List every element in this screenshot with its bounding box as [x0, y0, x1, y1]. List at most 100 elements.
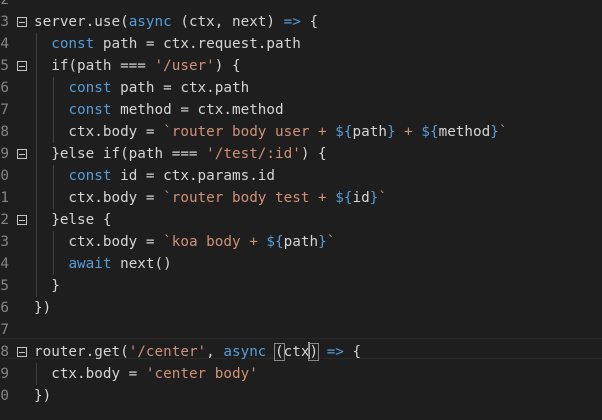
code-token: (: [274, 343, 285, 361]
line-number: 9: [0, 146, 9, 162]
code-token: ,: [206, 344, 224, 360]
code-token: path = ctx.request.path: [94, 36, 301, 52]
code-token: const: [68, 80, 112, 96]
code-line[interactable]: 9 }else if(path === '/test/:id') {: [0, 143, 602, 165]
code-text: const path = ctx.path: [34, 77, 249, 99]
code-text: const id = ctx.params.id: [34, 165, 275, 187]
code-token: =>: [326, 344, 344, 360]
code-line[interactable]: 9 ctx.body = 'center body': [0, 363, 602, 385]
line-number: 7: [0, 102, 9, 118]
code-text: const method = ctx.method: [34, 99, 283, 121]
code-token: ${: [335, 124, 353, 140]
code-token: ${: [266, 234, 284, 250]
code-token: (ctx, next): [171, 14, 284, 30]
code-token: ) {: [214, 58, 241, 74]
code-token: }: [369, 190, 379, 206]
code-text: server.use(async (ctx, next) => {: [34, 11, 318, 33]
code-token: id: [352, 190, 370, 206]
indent-guide: [53, 165, 55, 209]
fold-toggle-icon[interactable]: [17, 149, 27, 159]
code-text: }): [34, 385, 51, 407]
fold-toggle-icon[interactable]: [17, 17, 27, 27]
code-token: 'center body': [145, 366, 258, 382]
code-token: async: [223, 344, 267, 360]
line-number: 4: [0, 256, 9, 272]
code-token: `: [378, 190, 387, 206]
code-token: [34, 80, 68, 96]
text-cursor: [308, 342, 311, 359]
fold-toggle-icon[interactable]: [17, 61, 27, 71]
code-token: }: [318, 234, 327, 250]
code-token: {: [343, 344, 362, 360]
code-text: }: [34, 275, 60, 297]
code-token: ctx.body =: [34, 366, 146, 382]
current-line-highlight: [0, 338, 602, 359]
line-number: 0: [0, 168, 9, 184]
code-token: [318, 344, 327, 360]
code-token: path = ctx.path: [111, 80, 250, 96]
code-token: }else {: [34, 212, 112, 228]
code-line[interactable]: 6 const path = ctx.path: [0, 77, 602, 99]
code-line[interactable]: 2: [0, 0, 602, 11]
code-token: ctx: [283, 344, 310, 360]
fold-toggle-icon[interactable]: [17, 215, 27, 225]
code-line[interactable]: 6}): [0, 297, 602, 319]
code-token: path: [283, 234, 319, 250]
code-line[interactable]: 5 }: [0, 275, 602, 297]
code-token: }): [34, 300, 52, 316]
line-number: 0: [0, 388, 9, 404]
line-number: 5: [0, 278, 9, 294]
code-token: `koa body +: [163, 234, 267, 250]
code-line[interactable]: 1 ctx.body = `router body test + ${id}`: [0, 187, 602, 209]
code-token: ): [308, 343, 320, 361]
code-line[interactable]: 8 ctx.body = `router body user + ${path}…: [0, 121, 602, 143]
line-number: 9: [0, 366, 9, 382]
indent-guide: [53, 231, 55, 275]
code-line[interactable]: 3 ctx.body = `koa body + ${path}`: [0, 231, 602, 253]
code-token: async: [128, 14, 172, 30]
code-line[interactable]: 7 const method = ctx.method: [0, 99, 602, 121]
code-line[interactable]: 8 router.get('/center', async (ctx) => {: [0, 341, 602, 363]
line-number: 8: [0, 124, 9, 140]
code-token: }: [490, 124, 499, 140]
code-token: '/center': [128, 344, 207, 360]
code-token: [34, 256, 68, 272]
code-text: await next(): [34, 253, 171, 275]
code-line[interactable]: 4 await next(): [0, 253, 602, 275]
code-text: }else if(path === '/test/:id') {: [34, 143, 327, 165]
code-token: ctx.body =: [34, 234, 164, 250]
line-number: 4: [0, 36, 9, 52]
code-token: }else if(path ===: [34, 146, 207, 162]
line-number: 8: [0, 344, 9, 360]
code-line[interactable]: 7: [0, 319, 602, 341]
code-line[interactable]: 3 server.use(async (ctx, next) => {: [0, 11, 602, 33]
code-token: if(path ===: [34, 58, 155, 74]
code-token: `: [326, 234, 336, 250]
code-token: ctx.body =: [34, 124, 164, 140]
line-number: 6: [0, 300, 9, 316]
code-line[interactable]: 2 }else {: [0, 209, 602, 231]
line-number: 3: [0, 234, 9, 250]
code-token: path: [352, 124, 387, 140]
code-token: `router body user +: [163, 124, 336, 140]
code-token: router.get(: [34, 344, 129, 360]
code-line[interactable]: 0 const id = ctx.params.id: [0, 165, 602, 187]
code-token: method: [438, 124, 491, 140]
code-token: [34, 102, 68, 118]
code-token: }: [34, 278, 60, 294]
line-number: 5: [0, 58, 9, 74]
code-line[interactable]: 5 if(path === '/user') {: [0, 55, 602, 77]
code-line[interactable]: 0}): [0, 385, 602, 407]
line-number: 3: [0, 14, 9, 30]
code-text: }else {: [34, 209, 111, 231]
code-token: ) {: [300, 146, 327, 162]
code-text: ctx.body = `router body test + ${id}`: [34, 187, 387, 209]
line-number: 2: [0, 212, 9, 228]
code-line[interactable]: 4 const path = ctx.request.path: [0, 33, 602, 55]
indent-guide: [36, 33, 37, 297]
code-text: const path = ctx.request.path: [34, 33, 301, 55]
fold-toggle-icon[interactable]: [17, 347, 27, 357]
code-token: '/user': [154, 58, 215, 74]
code-text: if(path === '/user') {: [34, 55, 241, 77]
